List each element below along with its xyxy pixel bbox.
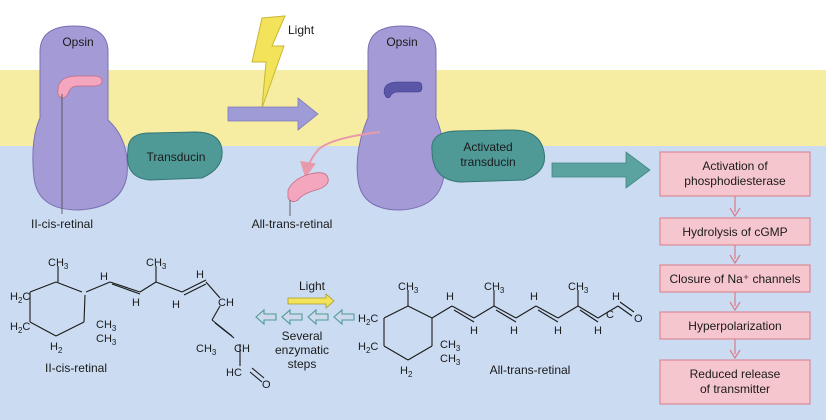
svg-text:H: H	[530, 291, 538, 303]
svg-text:CH3: CH3	[440, 353, 461, 367]
transducin-blob	[126, 131, 223, 181]
svg-text:CH3: CH3	[484, 281, 505, 295]
svg-text:O: O	[634, 313, 643, 325]
enzymatic-line2: enzymatic	[275, 343, 329, 357]
light-label: Light	[288, 23, 315, 37]
cis-retinal-in-opsin	[57, 75, 103, 99]
cascade-step-4: Hyperpolarization	[688, 319, 781, 333]
cascade-box-hyperpolarization	[659, 311, 811, 340]
svg-text:CH3: CH3	[398, 281, 419, 295]
bound-site-right	[383, 81, 423, 99]
trans-retinal-structure-name: All-trans-retinal	[490, 363, 571, 377]
svg-text:H2C: H2C	[10, 321, 30, 335]
cascade-connector-arrows	[729, 196, 741, 360]
cascade-step-1-line2: phosphodiesterase	[684, 174, 786, 188]
svg-text:H2C: H2C	[358, 341, 378, 355]
svg-text:H: H	[612, 291, 620, 303]
cis-retinal-structure	[29, 266, 265, 383]
svg-text:CH3: CH3	[48, 257, 69, 271]
svg-text:CH3: CH3	[440, 339, 461, 353]
cascade-step-5-line2: of transmitter	[700, 382, 770, 396]
svg-text:H: H	[510, 325, 518, 337]
svg-text:H2C: H2C	[10, 291, 30, 305]
svg-text:CH: CH	[234, 343, 250, 355]
svg-text:H: H	[196, 269, 204, 281]
cis-retinal-structure-name: II-cis-retinal	[45, 361, 107, 375]
svg-text:H2: H2	[400, 365, 413, 379]
retinal-release-arrow	[300, 131, 381, 178]
cis-retinal-atoms: CH3 H2C H2C H2 CH3 CH3 H H CH3 H H CH CH…	[10, 257, 271, 391]
svg-text:C: C	[606, 309, 614, 321]
svg-text:H2: H2	[50, 341, 63, 355]
activated-transducin-line1: Activated	[463, 140, 512, 154]
svg-text:H2C: H2C	[358, 313, 378, 327]
activated-transducin-line2: transducin	[460, 155, 515, 169]
activation-arrow	[227, 97, 319, 131]
all-trans-retinal-label: All-trans-retinal	[252, 217, 333, 231]
svg-text:CH3: CH3	[146, 257, 167, 271]
opsin-right-label: Opsin	[386, 35, 417, 49]
reverse-enzymatic-arrows	[255, 308, 355, 326]
svg-text:CH: CH	[218, 297, 234, 309]
transducin-to-cascade-arrow	[551, 151, 651, 189]
cascade-step-3: Closure of Na⁺ channels	[669, 272, 800, 286]
svg-text:H: H	[554, 325, 562, 337]
svg-text:H: H	[470, 325, 478, 337]
forward-light-arrow	[287, 293, 335, 309]
trans-retinal-atoms: CH3 H2C H2C H2 CH3 CH3 H H CH3 H H H CH3…	[358, 281, 643, 379]
cis-retinal-label: II-cis-retinal	[31, 217, 93, 231]
activated-transducin-blob	[431, 129, 546, 183]
opsin-right	[356, 25, 445, 211]
light-label-chem: Light	[299, 279, 326, 293]
svg-text:H: H	[132, 297, 140, 309]
cascade-box-activation	[659, 151, 811, 197]
svg-text:CH3: CH3	[568, 281, 589, 295]
cascade-box-reduced-release	[659, 359, 811, 405]
svg-text:CH3: CH3	[96, 319, 117, 333]
all-trans-retinal-fragment	[287, 172, 329, 202]
light-bolt-icon	[251, 15, 286, 109]
cascade-step-1-line1: Activation of	[702, 159, 768, 173]
svg-text:H: H	[100, 271, 108, 283]
svg-text:H: H	[446, 291, 454, 303]
opsin-left-label: Opsin	[62, 35, 93, 49]
enzymatic-line3: steps	[288, 357, 317, 371]
transducin-label: Transducin	[147, 150, 206, 164]
enzymatic-line1: Several	[282, 329, 323, 343]
svg-text:H: H	[172, 299, 180, 311]
cascade-box-closure	[659, 264, 811, 293]
svg-text:HC: HC	[226, 367, 242, 379]
svg-text:CH3: CH3	[196, 343, 217, 357]
svg-text:O: O	[262, 379, 271, 391]
trans-retinal-structure	[383, 290, 635, 361]
svg-text:CH3: CH3	[96, 333, 117, 347]
cascade-column: Activation of phosphodiesterase Hydrolys…	[659, 151, 811, 405]
cascade-step-5-line1: Reduced release	[690, 367, 781, 381]
opsin-left	[32, 25, 128, 211]
cascade-step-2: Hydrolysis of cGMP	[682, 225, 787, 239]
svg-text:H: H	[594, 325, 602, 337]
